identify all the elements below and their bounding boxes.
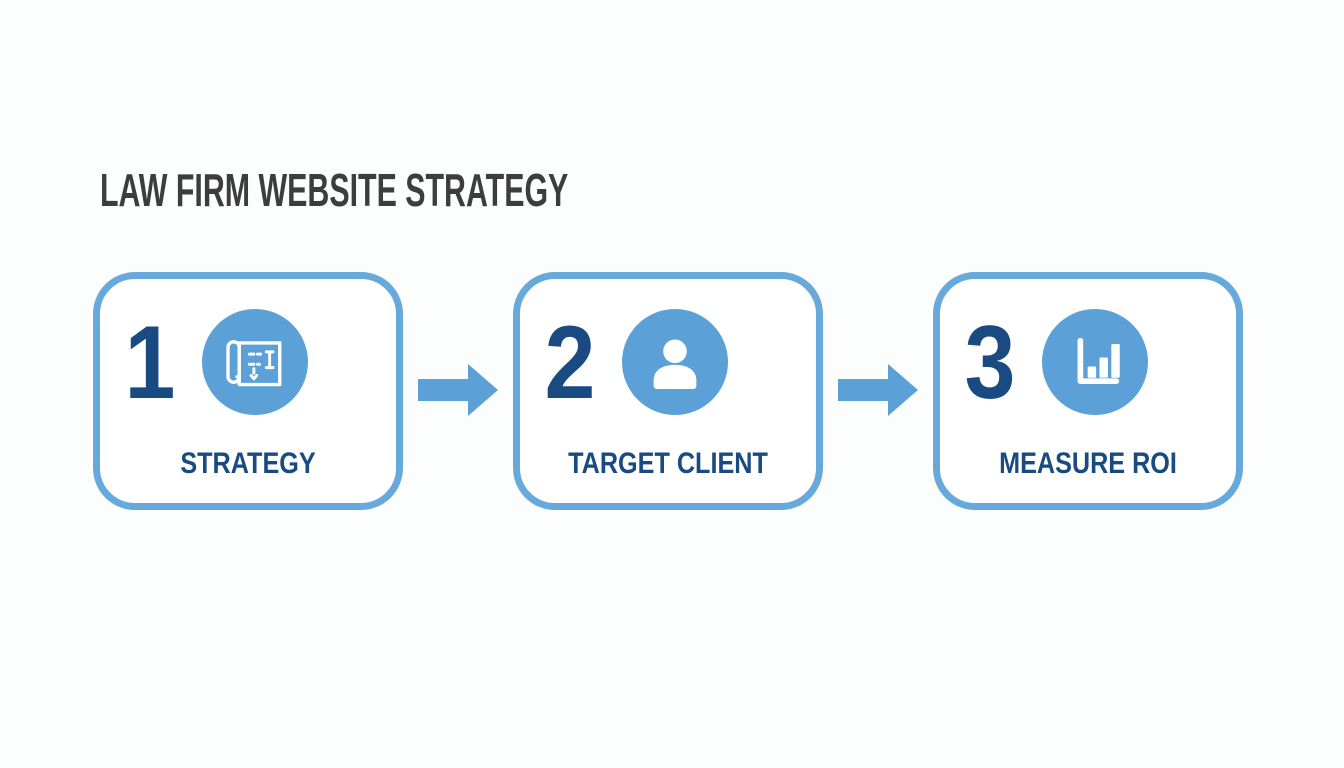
step-number: 3 [964,305,1016,421]
step-box-measure-roi: 3 MEASURE ROI [933,272,1243,510]
bar-chart-icon [1042,309,1148,415]
page-title: LAW FIRM WEBSITE STRATEGY [100,164,569,216]
blueprint-icon [202,309,308,415]
step-number: 1 [124,305,176,421]
arrow-right-icon [838,364,918,416]
step-label: TARGET CLIENT [568,447,768,480]
step-box-strategy: 1 STRATEGY [93,272,403,510]
step-label: MEASURE ROI [999,447,1177,480]
step-label: STRATEGY [180,447,316,480]
person-icon [622,309,728,415]
arrow-right-icon [418,364,498,416]
step-number: 2 [544,305,596,421]
step-box-target-client: 2 TARGET CLIENT [513,272,823,510]
